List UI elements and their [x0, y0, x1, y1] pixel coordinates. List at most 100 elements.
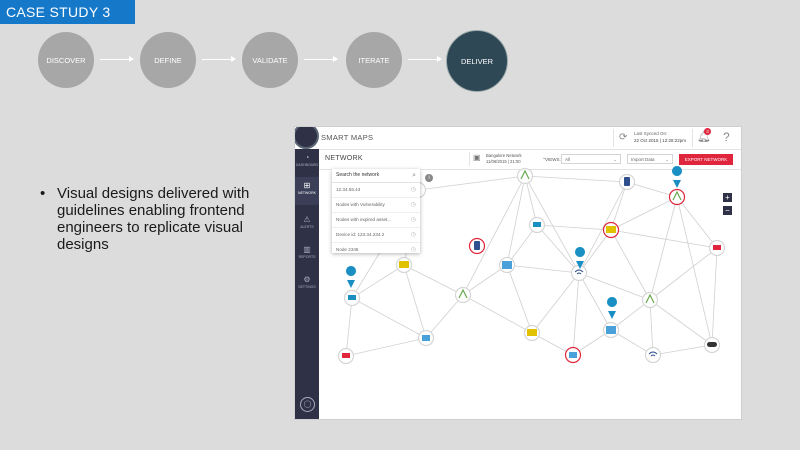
network-node[interactable] — [528, 216, 546, 234]
network-node[interactable] — [570, 264, 588, 282]
info-icon[interactable]: i — [425, 174, 433, 182]
user-icon[interactable]: ◯ — [300, 397, 315, 412]
network-node[interactable] — [602, 221, 620, 239]
sync-icon: ⟳ — [619, 132, 628, 143]
network-node[interactable] — [523, 324, 541, 342]
network-node[interactable] — [395, 256, 413, 274]
search-placeholder: Search the network — [336, 172, 380, 178]
graph-edges — [345, 175, 718, 357]
network-node[interactable] — [708, 239, 726, 257]
step-arrow — [100, 56, 134, 62]
zoom-out-button[interactable]: − — [723, 206, 732, 215]
step-arrow — [202, 56, 236, 62]
case-study-tag: CASE STUDY 3 — [0, 0, 135, 24]
result-label: Nodes with expired asset... — [336, 217, 392, 222]
network-node[interactable] — [516, 167, 534, 185]
network-date: 11/06/2015 | 21:00 — [486, 159, 521, 164]
search-result[interactable]: Device id: 123.34.234.2 ◷ — [332, 228, 420, 243]
sidebar-item-label: REPORTS — [298, 255, 316, 259]
sidebar-item-alerts[interactable]: ⚠ ALERTS — [295, 211, 319, 239]
network-node[interactable] — [337, 347, 355, 365]
sidebar-item-reports[interactable]: ▥ REPORTS — [295, 241, 319, 269]
sidebar-item-network[interactable]: ⊞ NETWORK — [295, 177, 319, 205]
clock-icon: ◷ — [410, 217, 416, 223]
network-node[interactable] — [602, 321, 620, 339]
map-pin-icon[interactable] — [672, 166, 683, 188]
result-label: Node 2345 — [336, 247, 359, 252]
sidebar-item-label: SETTINGS — [298, 285, 316, 289]
notification-badge: 3 — [704, 128, 711, 135]
gauge-icon: ◔ — [304, 153, 310, 162]
network-node[interactable] — [644, 346, 662, 364]
sidebar-item-dashboard[interactable]: ◔ DASHBOARD — [295, 149, 319, 177]
clock-icon: ◷ — [410, 202, 416, 208]
step-discover: DISCOVER — [38, 32, 94, 88]
sync-label: Last Synced On: — [634, 131, 668, 136]
import-select[interactable]: Import Data ⌄ — [627, 154, 673, 164]
chevron-down-icon: ⌄ — [613, 157, 617, 162]
bullet-dot: • — [40, 185, 46, 202]
network-node[interactable] — [618, 173, 636, 191]
location-pins — [346, 166, 683, 319]
clock-icon: ◷ — [410, 187, 416, 193]
search-input[interactable]: Search the network ⌕ — [332, 169, 420, 183]
camera-icon: ▣ — [473, 153, 481, 162]
network-toolbar: NETWORK ▣ Bangalore Network 11/06/2015 |… — [319, 149, 741, 170]
views-value: All — [565, 157, 571, 162]
result-label: Device id: 123.34.234.2 — [336, 232, 385, 237]
sync-value: 22 Oct 2015 | 12:28:22pm — [634, 138, 686, 143]
help-icon[interactable]: ? — [723, 130, 730, 144]
bar-chart-icon: ▥ — [303, 245, 311, 254]
network-node[interactable] — [454, 286, 472, 304]
sidebar-item-label: NETWORK — [298, 191, 316, 195]
import-value: Import Data — [631, 157, 655, 162]
map-pin-icon[interactable] — [346, 266, 357, 288]
gear-icon: ⚙ — [303, 275, 311, 284]
search-panel: Search the network ⌕ 12.34.56.43 ◷ Nodes … — [332, 169, 420, 253]
bullet-text: Visual designs delivered with guidelines… — [57, 185, 250, 253]
clock-icon: ◷ — [410, 247, 416, 253]
network-node[interactable] — [641, 291, 659, 309]
step-iterate: ITERATE — [346, 32, 402, 88]
network-node[interactable] — [703, 336, 721, 354]
network-node[interactable] — [343, 289, 361, 307]
bullet-point: • Visual designs delivered with guidelin… — [40, 185, 270, 253]
sidebar-item-label: DASHBOARD — [295, 163, 319, 167]
network-node[interactable] — [564, 346, 582, 364]
chevron-down-icon: ⌄ — [665, 157, 669, 162]
step-arrow — [304, 56, 338, 62]
search-result[interactable]: 12.34.56.43 ◷ — [332, 183, 420, 198]
app-title: SMART MAPS — [321, 133, 374, 142]
sidebar: ◔ DASHBOARD ⊞ NETWORK ⚠ ALERTS ▥ REPORTS… — [295, 149, 319, 419]
result-label: 12.34.56.43 — [336, 187, 361, 192]
export-network-button[interactable]: EXPORT NETWORK — [679, 154, 733, 165]
app-topbar: SMART MAPS ⟳ Last Synced On: 22 Oct 2015… — [295, 127, 741, 150]
sync-status[interactable]: ⟳ Last Synced On: 22 Oct 2015 | 12:28:22… — [613, 129, 693, 147]
sidebar-item-settings[interactable]: ⚙ SETTINGS — [295, 271, 319, 299]
network-selector[interactable]: ▣ Bangalore Network 11/06/2015 | 21:00 ⌄ — [469, 152, 550, 166]
zoom-in-button[interactable]: + — [723, 193, 732, 202]
map-pin-icon[interactable] — [575, 247, 586, 269]
network-node[interactable] — [417, 329, 435, 347]
network-icon: ⊞ — [303, 181, 311, 190]
clock-icon: ◷ — [410, 232, 416, 238]
warning-icon: ⚠ — [303, 215, 311, 224]
network-node[interactable] — [468, 237, 486, 255]
chevron-down-icon: ⌄ — [542, 155, 547, 161]
step-arrow — [408, 56, 442, 62]
sidebar-item-label: ALERTS — [300, 225, 314, 229]
app-logo — [295, 127, 319, 149]
search-result[interactable]: Node 2345 ◷ — [332, 243, 420, 257]
step-validate: VALIDATE — [242, 32, 298, 88]
views-label: VIEWS: — [545, 157, 561, 162]
step-deliver: DELIVER — [446, 30, 508, 92]
views-select[interactable]: All ⌄ — [561, 154, 621, 164]
map-pin-icon[interactable] — [607, 297, 618, 319]
process-steps: DISCOVER DEFINE VALIDATE ITERATE DELIVER — [0, 0, 800, 100]
network-node[interactable] — [498, 256, 516, 274]
search-result[interactable]: Nodes with expired asset... ◷ — [332, 213, 420, 228]
network-name: Bangalore Network — [486, 153, 522, 158]
search-result[interactable]: Nodes with Vulnerability◷ — [332, 198, 420, 213]
network-node[interactable] — [668, 188, 686, 206]
